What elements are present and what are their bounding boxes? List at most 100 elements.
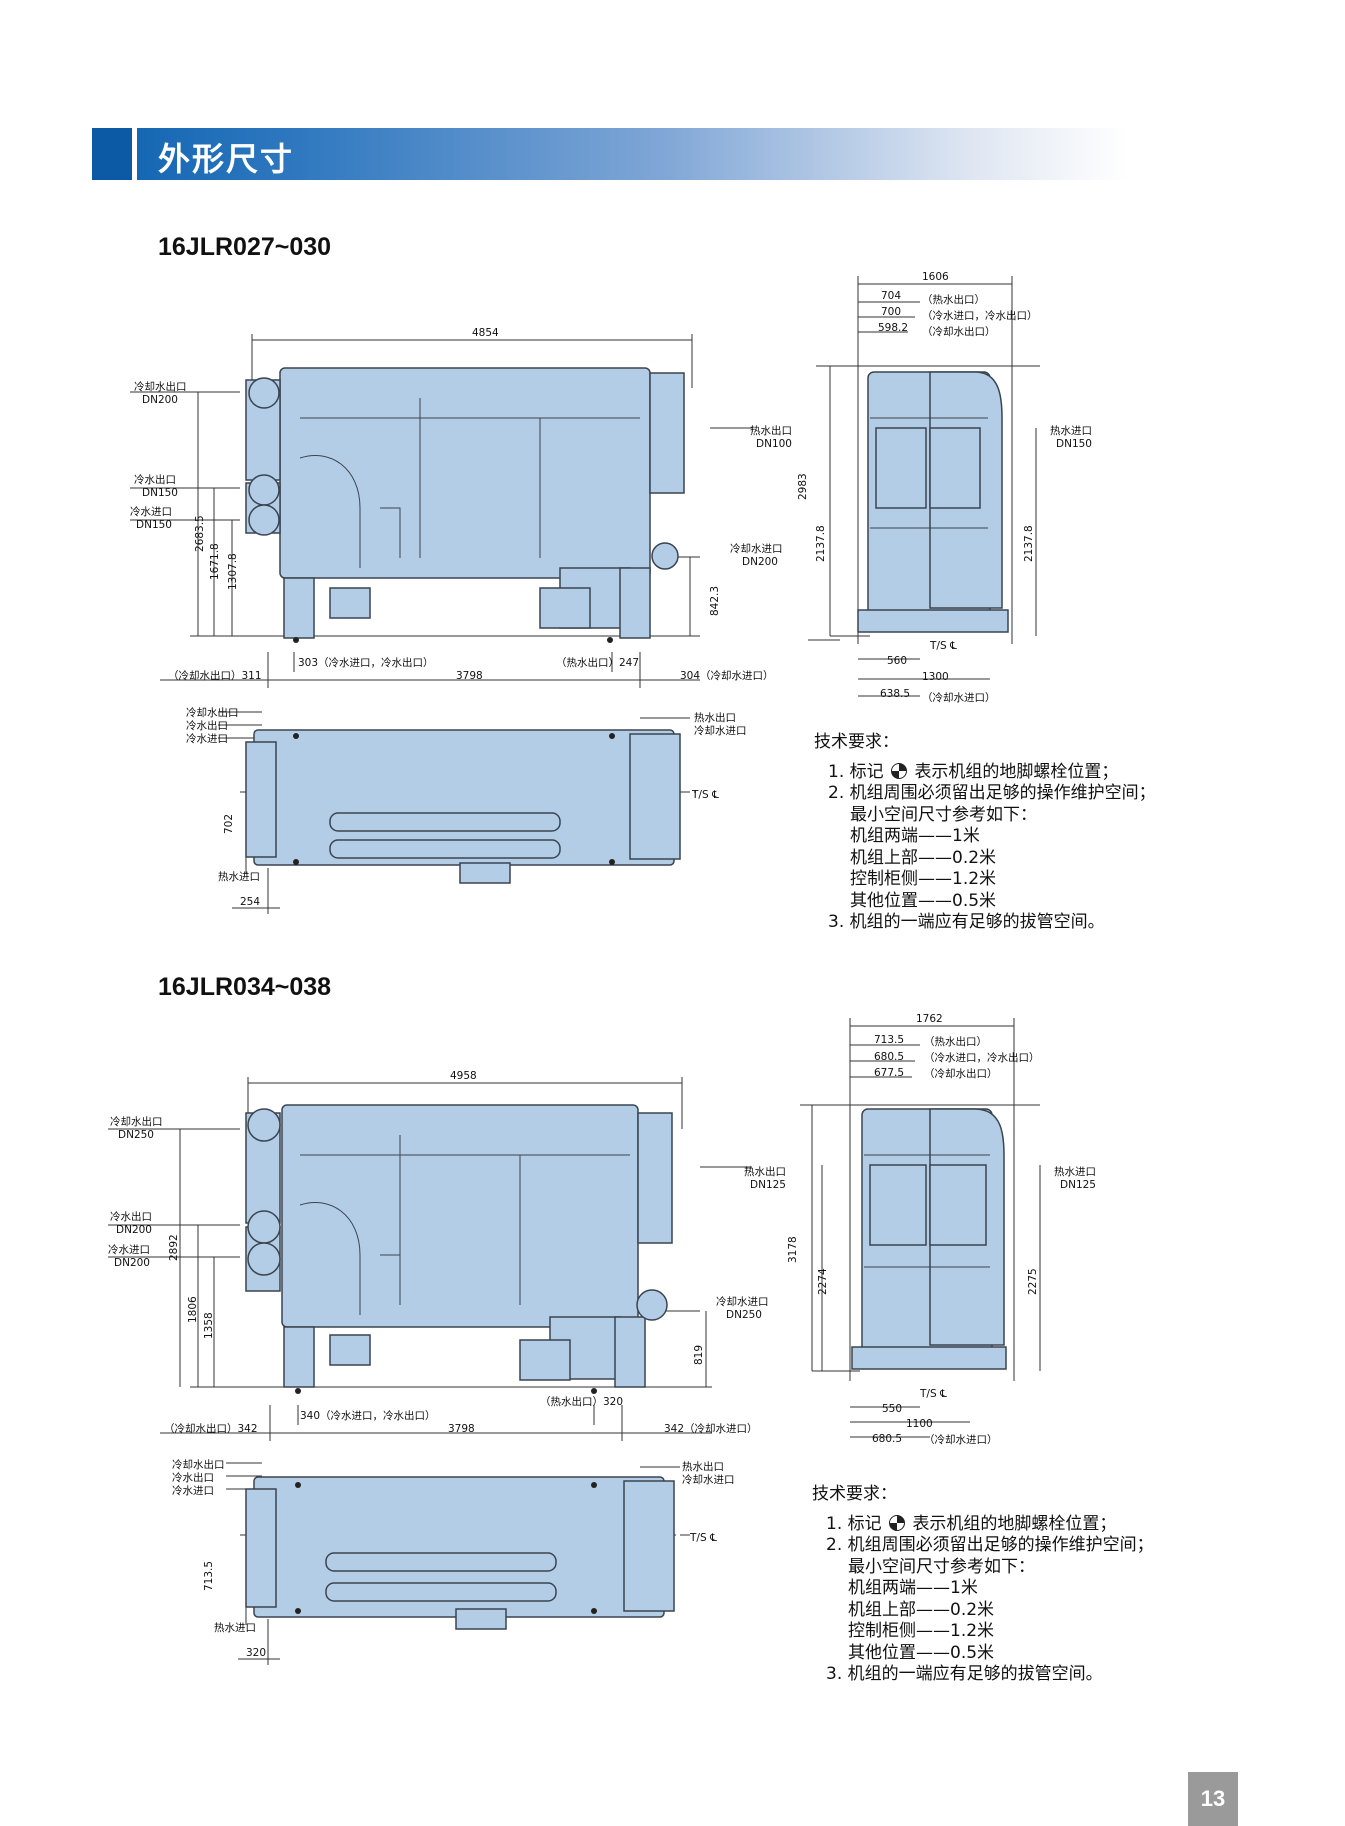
page-number: 13 bbox=[1188, 1772, 1238, 1826]
side-d1-note-2: （热水出口） bbox=[924, 1035, 987, 1048]
side-hw-in-dn: DN150 bbox=[1056, 438, 1092, 450]
label-cw-out: 冷却水出口 bbox=[134, 380, 187, 393]
side-h-left: 2137.8 bbox=[815, 525, 827, 562]
front-height-4: 842.3 bbox=[709, 586, 721, 616]
section-header-bar: 外形尺寸 bbox=[92, 128, 1127, 180]
side-b3-2: 680.5 bbox=[872, 1433, 902, 1445]
plan-hw-in-2: 热水进口 bbox=[214, 1621, 256, 1634]
label-cw-in: 冷却水进口 bbox=[730, 542, 783, 555]
label-chw-out-dn: DN150 bbox=[142, 487, 178, 499]
dimension-drawing-1: 4854 冷却水出口 DN200 冷水出口 DN150 冷水进口 DN150 冷… bbox=[130, 271, 1092, 914]
note-item-2-2: 2. 机组周围必须留出足够的操作维护空间； bbox=[826, 1535, 1154, 1555]
technical-notes-2: 技术要求： 1. 标记 表示机组的地脚螺栓位置； 2. 机组周围必须留出足够的操… bbox=[812, 1484, 1154, 1686]
side-b3-note-2: （冷却水进口） bbox=[924, 1433, 998, 1446]
label-hw-out: 热水出口 bbox=[750, 424, 792, 437]
notes-heading: 技术要求： bbox=[814, 732, 899, 752]
plan-ts-2: T/S ℄ bbox=[689, 1532, 717, 1544]
label-cw-in-2: 冷却水进口 bbox=[716, 1295, 769, 1308]
side-ts-2: T/S ℄ bbox=[919, 1388, 947, 1400]
label-cw-in-dn: DN200 bbox=[742, 556, 778, 568]
note-item-2-sub: 最小空间尺寸参考如下： bbox=[850, 804, 1037, 825]
plan-right-label-2: 冷却水进口 bbox=[694, 724, 747, 737]
space-req-1: 机组两端——1米 bbox=[850, 826, 980, 846]
label-chw-out-dn-2: DN200 bbox=[116, 1224, 152, 1236]
side-d2-note: （冷水进口，冷水出口） bbox=[922, 309, 1038, 322]
header-separator bbox=[132, 128, 137, 180]
front-dim-d-2: 3798 bbox=[448, 1423, 475, 1435]
side-h-right-2: 2275 bbox=[1027, 1268, 1039, 1295]
side-b3: 638.5 bbox=[880, 688, 910, 700]
side-d3-note: （冷却水出口） bbox=[922, 325, 996, 338]
front-height-2-2: 1806 bbox=[187, 1296, 199, 1323]
front-height-3-2: 1358 bbox=[203, 1312, 215, 1339]
plan-dim-h: 702 bbox=[223, 814, 235, 834]
side-height-2: 3178 bbox=[787, 1236, 799, 1263]
side-b2: 1300 bbox=[922, 671, 949, 683]
label-cw-out-dn-2: DN250 bbox=[118, 1129, 154, 1141]
front-dim-a: 303（冷水进口，冷水出口） bbox=[298, 656, 434, 669]
note-item-1: 1. 标记 表示机组的地脚螺栓位置； bbox=[828, 761, 1119, 782]
model-title-1: 16JLR027~030 bbox=[158, 233, 332, 261]
label-hw-out-2: 热水出口 bbox=[744, 1165, 786, 1178]
front-dim-c-2: （冷却水出口）342 bbox=[164, 1422, 258, 1435]
plan-right-label-2-2: 冷却水进口 bbox=[682, 1473, 735, 1486]
label-cw-out-2: 冷却水出口 bbox=[110, 1115, 163, 1128]
front-dim-d: 3798 bbox=[456, 670, 483, 682]
label-hw-out-dn-2: DN125 bbox=[750, 1179, 786, 1191]
plan-left-label-1-2: 冷却水出口 bbox=[172, 1458, 225, 1471]
note-item-3: 3. 机组的一端应有足够的拔管空间。 bbox=[828, 912, 1105, 932]
model-title-2: 16JLR034~038 bbox=[158, 973, 332, 1001]
space-req-1-2: 机组两端——1米 bbox=[848, 1578, 978, 1598]
side-d1: 704 bbox=[881, 290, 901, 302]
front-dim-c: （冷却水出口）311 bbox=[168, 669, 262, 682]
plan-dim-b-2: 320 bbox=[246, 1647, 266, 1659]
side-h-right: 2137.8 bbox=[1023, 525, 1035, 562]
side-d2-note-2: （冷水进口，冷水出口） bbox=[924, 1051, 1040, 1064]
front-height-1: 2683.5 bbox=[194, 515, 206, 552]
side-d2-2: 680.5 bbox=[874, 1051, 904, 1063]
side-d3: 598.2 bbox=[878, 322, 908, 334]
front-dim-e-2: 342（冷却水进口） bbox=[664, 1422, 758, 1435]
anchor-bolt-icon bbox=[889, 1514, 906, 1531]
label-chw-in: 冷水进口 bbox=[130, 505, 172, 518]
technical-notes-1: 技术要求： 1. 标记 表示机组的地脚螺栓位置； 2. 机组周围必须留出足够的操… bbox=[814, 732, 1156, 934]
plan-left-label-3: 冷水进口 bbox=[186, 732, 228, 745]
label-chw-in-dn: DN150 bbox=[136, 519, 172, 531]
front-height-1-2: 2892 bbox=[168, 1234, 180, 1261]
plan-left-label-3-2: 冷水进口 bbox=[172, 1484, 214, 1497]
side-b2-2: 1100 bbox=[906, 1418, 933, 1430]
side-d2: 700 bbox=[881, 306, 901, 318]
front-width-dim-2: 4958 bbox=[450, 1070, 477, 1082]
side-b3-note: （冷却水进口） bbox=[922, 691, 996, 704]
label-cw-out-dn: DN200 bbox=[142, 394, 178, 406]
space-req-2-2: 机组上部——0.2米 bbox=[848, 1599, 995, 1620]
front-dim-a-2: 340（冷水进口，冷水出口） bbox=[300, 1409, 436, 1422]
front-dim-b: （热水出口）247 bbox=[556, 656, 639, 669]
side-d3-note-2: （冷却水出口） bbox=[924, 1067, 998, 1080]
front-dim-e: 304（冷却水进口） bbox=[680, 669, 774, 682]
side-hw-in-2: 热水进口 bbox=[1054, 1165, 1096, 1178]
side-ts: T/S ℄ bbox=[929, 640, 957, 652]
note-item-3-2: 3. 机组的一端应有足够的拔管空间。 bbox=[826, 1664, 1103, 1684]
label-cw-in-dn-2: DN250 bbox=[726, 1309, 762, 1321]
front-height-2: 1671.8 bbox=[209, 543, 221, 580]
plan-left-label-2: 冷水出口 bbox=[186, 719, 228, 732]
side-hw-in: 热水进口 bbox=[1050, 424, 1092, 437]
section-title: 外形尺寸 bbox=[158, 140, 295, 178]
space-req-2: 机组上部——0.2米 bbox=[850, 847, 997, 868]
side-d1-2: 713.5 bbox=[874, 1034, 904, 1046]
side-hw-in-dn-2: DN125 bbox=[1060, 1179, 1096, 1191]
dimension-drawing-2: 4958 冷却水出口 DN250 冷水出口 DN200 冷水进口 DN200 冷… bbox=[108, 1013, 1096, 1665]
label-chw-out-2: 冷水出口 bbox=[110, 1210, 152, 1223]
front-height-3: 1307.8 bbox=[227, 553, 239, 590]
drawing-model-1: 4854 冷却水出口 DN200 冷水出口 DN150 冷水进口 DN150 冷… bbox=[0, 268, 1345, 968]
side-height: 2983 bbox=[797, 473, 809, 500]
label-chw-out: 冷水出口 bbox=[134, 473, 176, 486]
side-overall-2: 1762 bbox=[916, 1013, 943, 1025]
note-item-1-2: 1. 标记 表示机组的地脚螺栓位置； bbox=[826, 1513, 1117, 1534]
plan-dim-h-2: 713.5 bbox=[203, 1561, 215, 1591]
side-b1: 560 bbox=[887, 655, 907, 667]
header-tab-accent bbox=[92, 128, 132, 180]
side-h-left-2: 2274 bbox=[817, 1268, 829, 1295]
side-d1-note: （热水出口） bbox=[922, 293, 985, 306]
